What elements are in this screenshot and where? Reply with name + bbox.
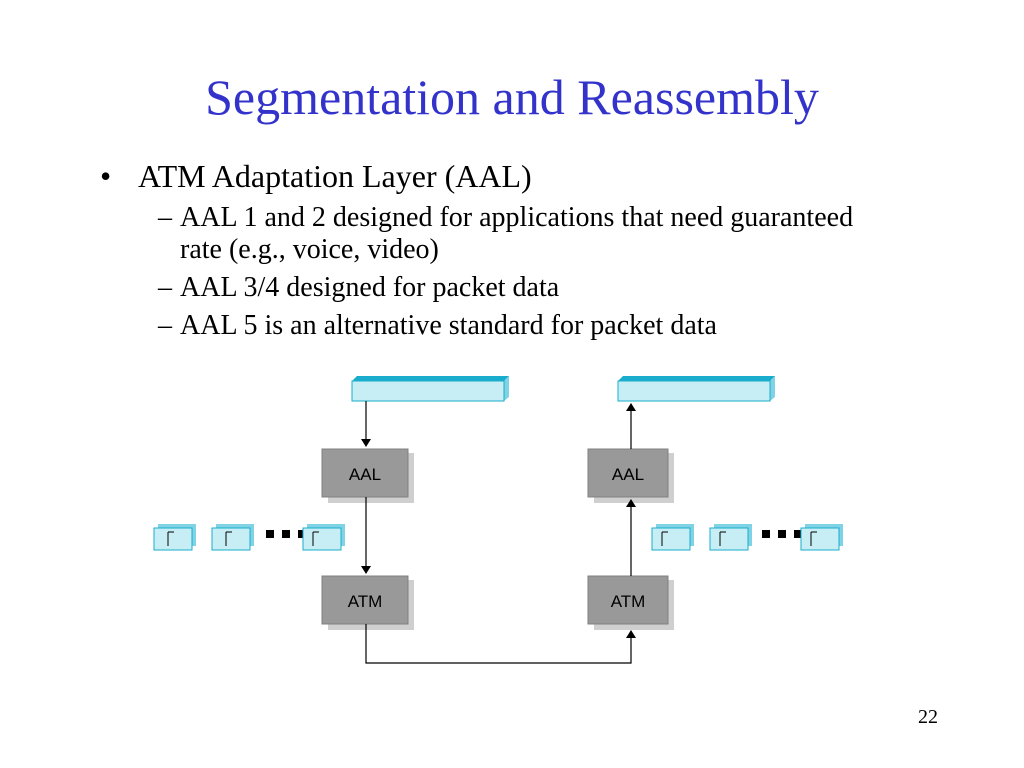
sub-bullet-text: AAL 3/4 designed for packet data <box>180 272 560 303</box>
ellipsis-dots <box>266 530 306 538</box>
left-aal-label: AAL <box>349 465 381 484</box>
bullet-text: ATM Adaptation Layer (AAL) <box>138 158 532 194</box>
left-aal-box: AAL <box>321 448 414 503</box>
cell <box>651 524 694 551</box>
right-atm-box: ATM <box>587 575 674 630</box>
sub-bullet-list: – AAL 1 and 2 designed for applications … <box>138 202 900 342</box>
left-atm-label: ATM <box>348 592 383 611</box>
sub-bullet-item: – AAL 1 and 2 designed for applications … <box>138 202 900 266</box>
left-atm-box: ATM <box>321 575 414 630</box>
left-packet <box>351 376 509 402</box>
right-aal-box: AAL <box>587 448 674 503</box>
right-atm-label: ATM <box>611 592 646 611</box>
dash-icon: – <box>158 310 172 341</box>
cell <box>709 524 752 551</box>
slide-title: Segmentation and Reassembly <box>205 69 819 125</box>
cell <box>302 524 345 551</box>
sub-bullet-item: – AAL 5 is an alternative standard for p… <box>138 310 900 342</box>
left-cell-group <box>153 524 345 551</box>
right-packet <box>617 376 775 402</box>
cell <box>211 524 254 551</box>
sub-bullet-item: – AAL 3/4 designed for packet data <box>138 272 900 304</box>
sub-bullet-text: AAL 5 is an alternative standard for pac… <box>180 310 717 341</box>
dash-icon: – <box>158 272 172 303</box>
atm-link-line <box>365 624 636 664</box>
bullet-icon: • <box>100 158 112 194</box>
bullet-list: • ATM Adaptation Layer (AAL) – AAL 1 and… <box>100 156 900 342</box>
sub-bullet-text: AAL 1 and 2 designed for applications th… <box>180 202 854 265</box>
cell <box>800 524 843 551</box>
ellipsis-dots <box>762 530 802 538</box>
cell <box>153 524 196 551</box>
dash-icon: – <box>158 202 172 233</box>
slide-number: 22 <box>918 706 938 728</box>
right-cell-group <box>651 524 843 551</box>
right-aal-label: AAL <box>612 465 644 484</box>
bullet-item: • ATM Adaptation Layer (AAL) – AAL 1 and… <box>100 156 900 342</box>
